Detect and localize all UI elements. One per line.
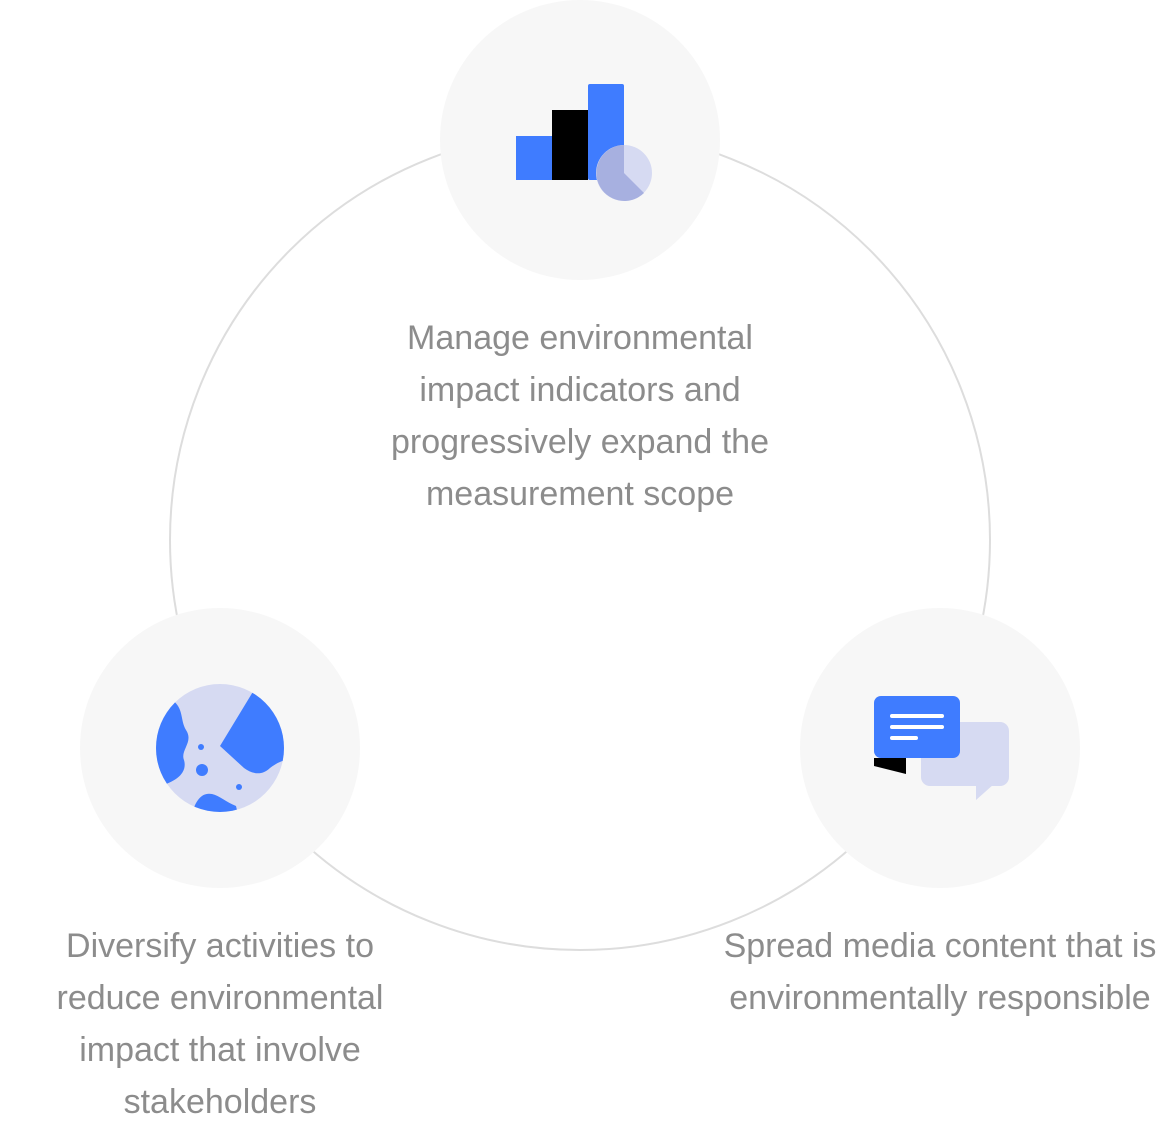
- bar-chart-pie-icon: [516, 84, 652, 201]
- caption-media: Spread media content that is environment…: [723, 927, 1157, 1017]
- node-measure: [440, 0, 720, 280]
- caption-activities: Diversify activities to reduce environme…: [56, 927, 384, 1121]
- globe-icon: [156, 684, 284, 812]
- caption-measure: Manage environmental impact indicators a…: [390, 319, 769, 513]
- node-activities: [80, 608, 360, 888]
- node-media: [800, 608, 1080, 888]
- chat-bubbles-icon: [874, 696, 1009, 800]
